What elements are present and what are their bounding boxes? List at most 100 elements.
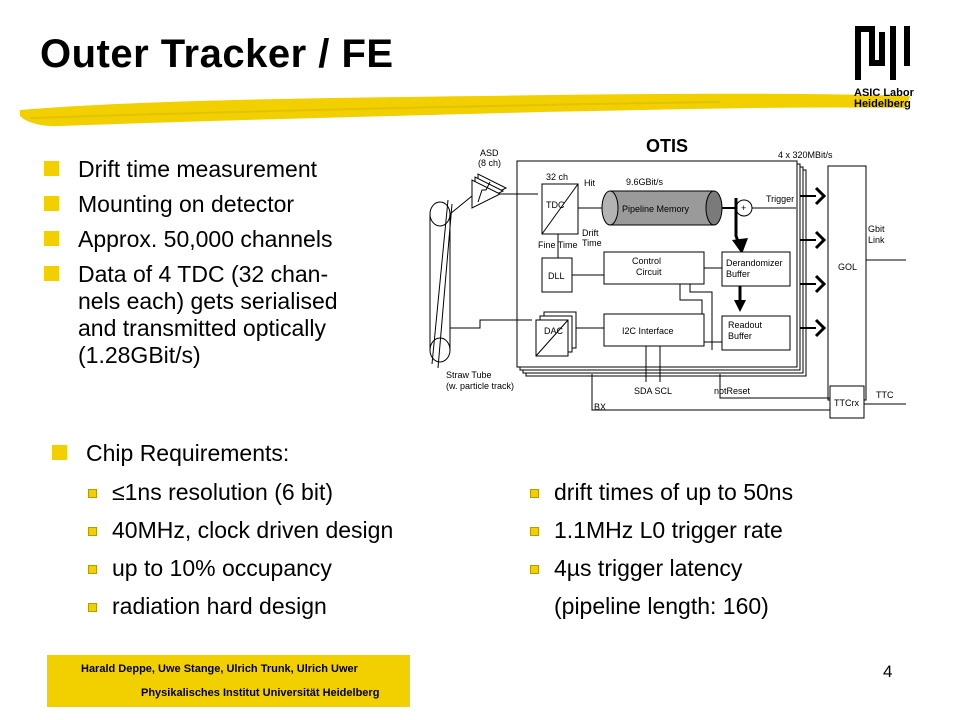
gbit-link-label: Link [868, 235, 885, 245]
sub-bullet-icon [88, 489, 97, 498]
bullet-item: Mounting on detector [44, 191, 404, 218]
sub-bullet-icon [88, 527, 97, 536]
straw-tube-sublabel: (w. particle track) [446, 381, 514, 391]
straw-to-dac-wire [450, 319, 532, 329]
requirement-item: 40MHz, clock driven design [86, 517, 393, 544]
bx-label: BX [594, 402, 606, 412]
title-brush-stroke [20, 93, 910, 127]
sub-bullet-icon [530, 527, 539, 536]
requirement-text: 4µs trigger latency [554, 555, 743, 581]
straw-tube-label: Straw Tube [446, 370, 492, 380]
bullet-item: Data of 4 TDC (32 chan- [44, 261, 404, 288]
bullet-square-icon [44, 266, 59, 281]
drift-time-label: Time [582, 238, 602, 248]
requirement-item: ≤1ns resolution (6 bit) [86, 479, 393, 506]
hit-label: Hit [584, 178, 595, 188]
dll-block [541, 257, 573, 293]
otis-block-diagram: OTIS 4 x 320MBit/s Straw Tube (w. partic… [429, 136, 906, 419]
bullet-list: Drift time measurement Mounting on detec… [44, 156, 404, 369]
tdc-label: TDC [546, 200, 565, 210]
requirements-left-column: ≤1ns resolution (6 bit) 40MHz, clock dri… [86, 479, 393, 631]
requirement-item: up to 10% occupancy [86, 555, 393, 582]
sda-scl-label: SDA SCL [634, 386, 672, 396]
requirement-text: up to 10% occupancy [112, 555, 332, 581]
sub-bullet-icon [88, 603, 97, 612]
arrow-down-icon [734, 300, 746, 312]
requirement-note-text: (pipeline length: 160) [554, 593, 769, 619]
dll-label: DLL [548, 271, 565, 281]
sub-bullet-icon [530, 565, 539, 574]
control-circuit-block [603, 251, 705, 285]
adder-plus-label: + [741, 203, 746, 213]
requirement-text: ≤1ns resolution (6 bit) [112, 479, 334, 505]
readout-label: Readout [728, 320, 763, 330]
pipeline-memory-label: Pipeline Memory [622, 204, 690, 214]
derandomizer-buffer-label: Buffer [726, 269, 750, 279]
sub-bullet-icon [530, 489, 539, 498]
sub-bullet-icon [88, 565, 97, 574]
requirements-heading-text: Chip Requirements: [86, 440, 290, 466]
asd-label: ASD [480, 148, 499, 158]
bullet-square-icon [44, 231, 59, 246]
requirement-item: 4µs trigger latency [528, 555, 793, 582]
gbit-label: Gbit [868, 224, 885, 234]
requirement-item: 1.1MHz L0 trigger rate [528, 517, 793, 544]
dac-block [535, 311, 577, 357]
requirement-item: radiation hard design [86, 593, 393, 620]
bullet-item: Drift time measurement [44, 156, 404, 183]
derandomizer-label: Derandomizer [726, 258, 783, 268]
logo-text-line2: Heidelberg [854, 98, 911, 110]
logo-text-line1: ASIC Labor [854, 87, 914, 99]
bullet-text: Data of 4 TDC (32 chan- [78, 261, 329, 287]
bullet-item: Approx. 50,000 channels [44, 226, 404, 253]
readout-buffer-label: Buffer [728, 331, 752, 341]
requirements-heading: Chip Requirements: [52, 440, 289, 467]
requirement-note: (pipeline length: 160) [528, 593, 793, 620]
requirement-text: 1.1MHz L0 trigger rate [554, 517, 783, 543]
requirement-text: radiation hard design [112, 593, 327, 619]
arrow-down-icon [732, 238, 748, 254]
gol-block [827, 165, 867, 401]
ttc-label: TTC [876, 390, 894, 400]
bullet-square-icon [44, 196, 59, 211]
footer-authors: Harald Deppe, Uwe Stange, Ulrich Trunk, … [81, 663, 358, 675]
control-label: Control [632, 256, 661, 266]
otis-label: OTIS [646, 136, 688, 156]
control-circuit-label: Circuit [636, 267, 662, 277]
drift-label: Drift [582, 228, 599, 238]
bullet-text: nels each) gets serialised [78, 288, 338, 314]
i2c-interface-label: I2C Interface [622, 326, 674, 336]
asd-channels-label: (8 ch) [478, 158, 501, 168]
footer-box: Harald Deppe, Uwe Stange, Ulrich Trunk, … [47, 655, 410, 707]
readout-buffer-block [721, 315, 791, 351]
ttcrx-block [829, 385, 865, 419]
bullet-square-icon [44, 161, 59, 176]
asd-amplifier [471, 173, 508, 209]
requirements-right-column: drift times of up to 50ns 1.1MHz L0 trig… [528, 479, 793, 631]
gol-label: GOL [838, 262, 857, 272]
notreset-label: notReset [714, 386, 751, 396]
bullet-square-icon [52, 445, 67, 460]
requirement-item: drift times of up to 50ns [528, 479, 793, 506]
bullet-text: Approx. 50,000 channels [78, 226, 333, 252]
bullet-text: (1.28GBit/s) [78, 342, 201, 368]
page-title: Outer Tracker / FE [40, 32, 394, 76]
requirement-text: drift times of up to 50ns [554, 479, 794, 505]
trigger-label: Trigger [766, 194, 794, 204]
dac-label: DAC [544, 326, 564, 336]
ttcrx-label: TTCrx [834, 398, 859, 408]
requirement-text: 40MHz, clock driven design [112, 517, 394, 543]
channels-32-label: 32 ch [546, 172, 568, 182]
straw-tube [429, 199, 453, 369]
derandomizer-buffer-block [721, 251, 791, 287]
bullet-continuation: nels each) gets serialised [44, 288, 404, 315]
bullet-text: Drift time measurement [78, 156, 318, 182]
asic-labor-logo-icon [855, 26, 910, 80]
footer-institute: Physikalisches Institut Universität Heid… [141, 687, 380, 699]
bullet-text: and transmitted optically [78, 315, 327, 341]
bullet-continuation: (1.28GBit/s) [44, 342, 404, 369]
bullet-text: Mounting on detector [78, 191, 295, 217]
rate-96-label: 9.6GBit/s [626, 177, 664, 187]
serial-link-arrows [800, 186, 827, 338]
i2c-interface-block [603, 313, 705, 347]
